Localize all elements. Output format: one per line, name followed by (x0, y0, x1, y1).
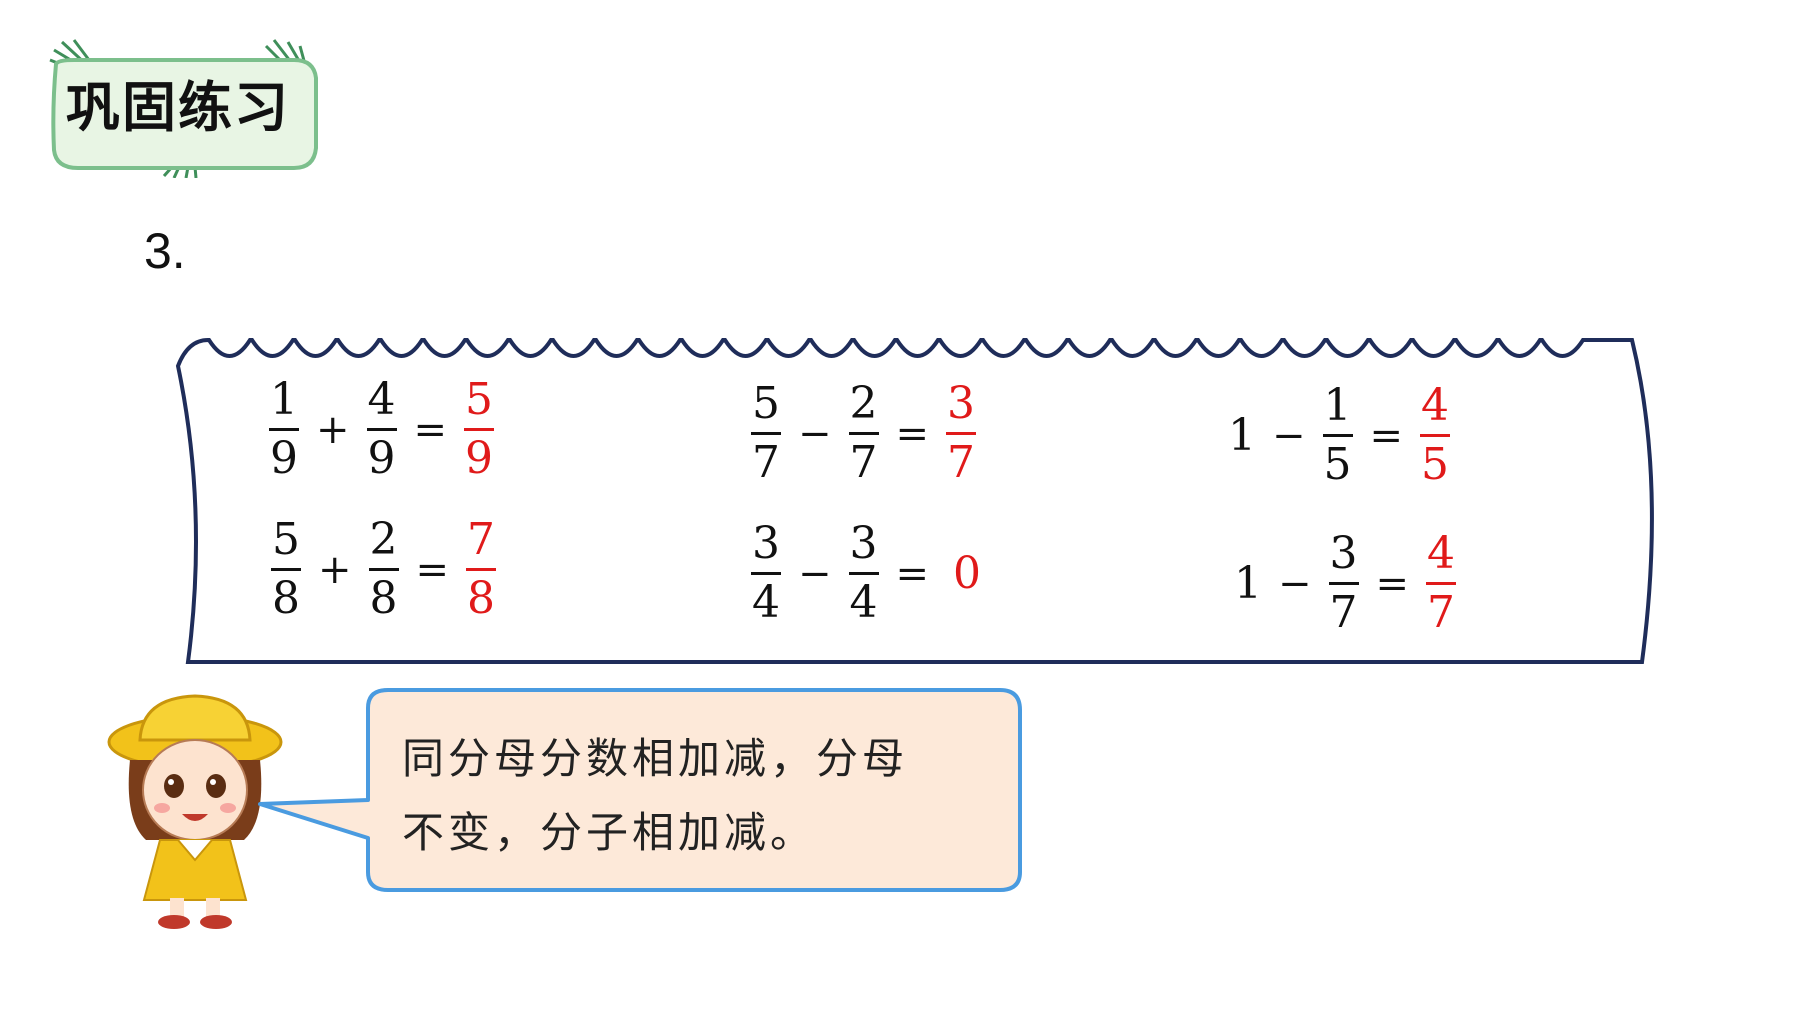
answer-value: 0 (953, 548, 982, 599)
equals-sign: = (895, 410, 930, 457)
equals-sign: = (1369, 412, 1404, 459)
operator: − (1278, 560, 1312, 607)
scroll-frame (175, 338, 1654, 664)
speech-bubble (258, 688, 1022, 892)
question-number: 3. (144, 223, 186, 279)
leaf-badge-icon (49, 39, 318, 178)
title-badge: 巩固练习 (44, 38, 320, 178)
speech-bubble-text: 同分母分数相加减，分母 不变，分子相加减。 (402, 722, 982, 870)
speech-bubble-line-2: 不变，分子相加减。 (402, 808, 817, 857)
equals-sign: = (1375, 560, 1410, 607)
operator: − (1272, 412, 1306, 459)
operator: − (798, 550, 832, 597)
slide-title: 巩固练习 (66, 75, 290, 139)
operator: − (798, 410, 832, 457)
girl-with-yellow-hat-illustration-icon (107, 694, 283, 929)
whole-number: 1 (1234, 558, 1262, 609)
equals-sign: = (415, 546, 450, 593)
equals-sign: = (413, 406, 448, 453)
equals-sign: = (895, 550, 930, 597)
speech-bubble-line-1: 同分母分数相加减，分母 (402, 734, 909, 783)
whole-number: 1 (1228, 410, 1256, 461)
operator: + (316, 406, 350, 453)
operator: + (318, 546, 352, 593)
